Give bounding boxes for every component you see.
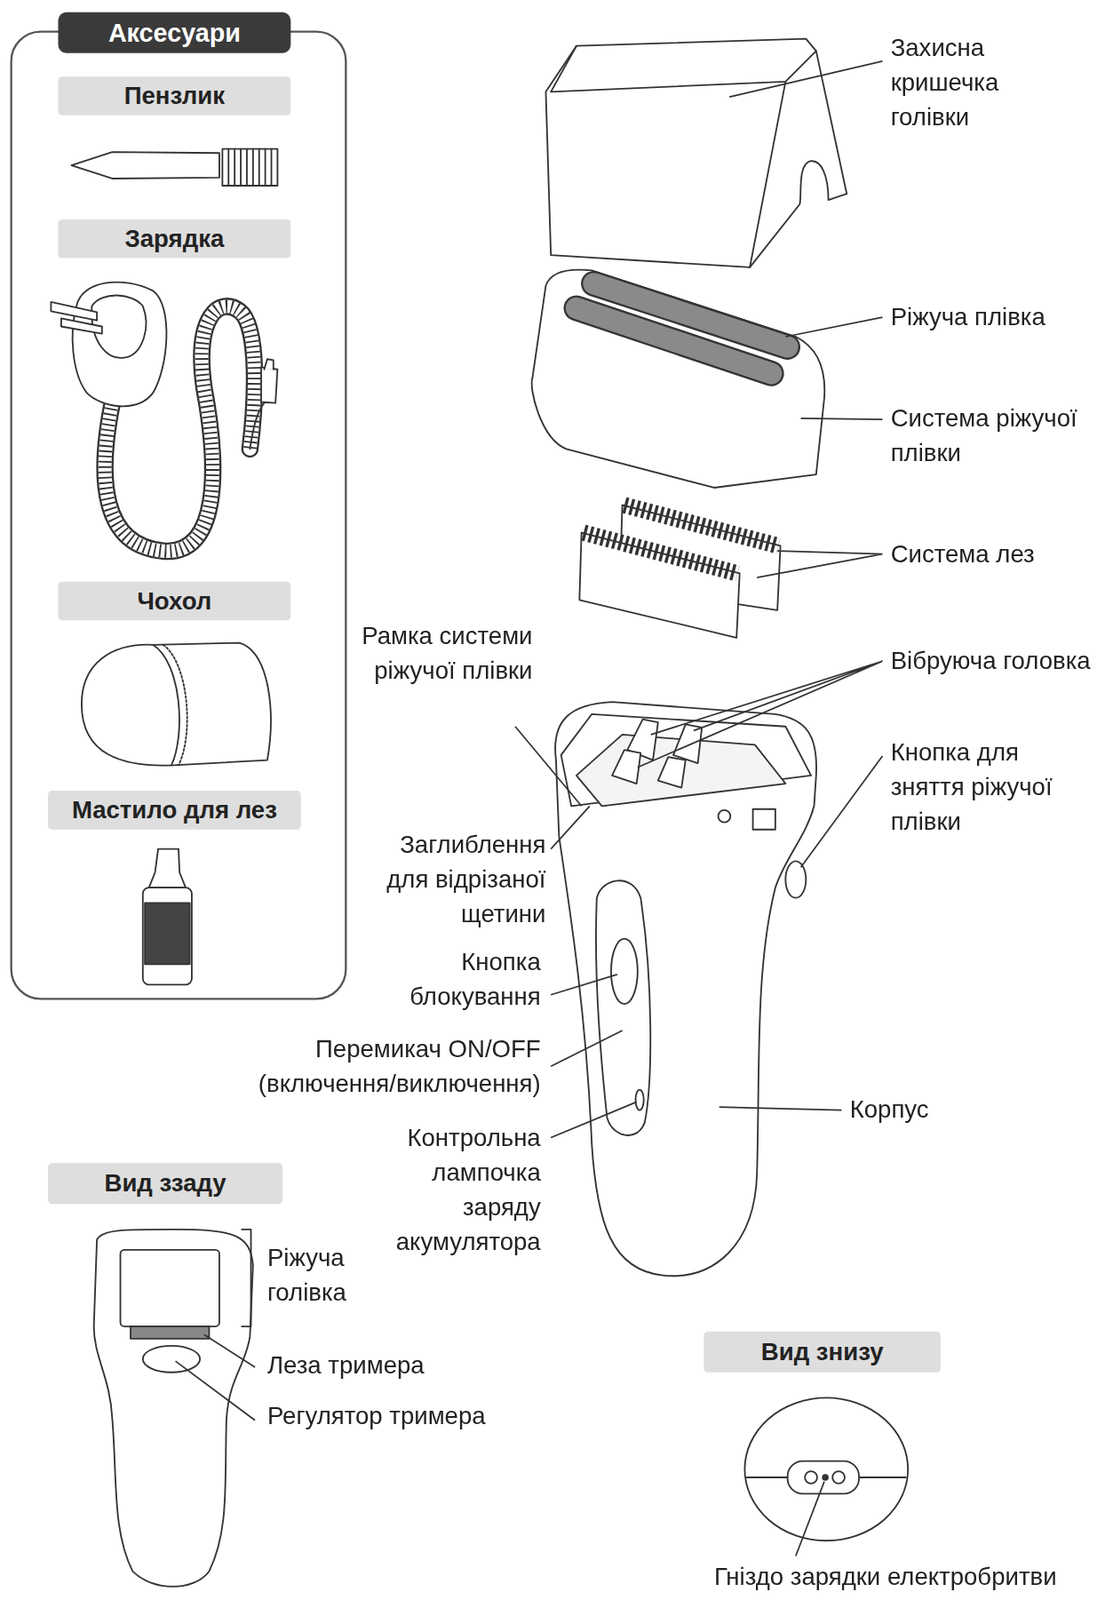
section-band: Зарядка [57,219,291,259]
section-heading: Пензлик [124,81,225,111]
charger-prong [61,318,103,334]
part-label: Рамка системи ріжучої плівки [338,618,533,688]
part-label: Регулятор тримера [267,1399,502,1434]
brush-bristles [222,149,278,186]
accessories-panel: АксесуариПензликЗарядкаЧохолМастило для … [9,30,347,1000]
part-label: Захисна кришечка голівки [890,30,1034,135]
part-label: Кнопка для зняття ріжучої плівки [890,734,1075,839]
oil-cap [149,849,186,889]
part-label: Вібруюча головка [890,643,1111,679]
charger-plug [72,282,167,407]
bottom-body [744,1397,908,1541]
brush-handle [71,151,220,179]
brush-bristle-lines [228,149,271,186]
leader-line [175,1360,256,1421]
front-panel [596,880,651,1136]
leader-line [550,1101,636,1137]
section-band: Чохол [57,581,291,621]
case-zipper [163,644,188,766]
leader-line [756,550,883,578]
section-heading: Вид ззаду [103,1168,226,1198]
charger-connector-tip [263,358,273,369]
charger-connector [261,366,278,403]
part-label: Леза тримера [267,1347,472,1383]
charge-socket [787,1461,859,1495]
charger-cord [249,399,268,449]
section-heading: Мастило для лез [71,795,278,825]
charger-prong [50,302,97,321]
shaver-body [555,701,817,1276]
section-heading: Чохол [136,586,212,615]
socket-pin [804,1470,818,1484]
protective-cap [545,39,847,268]
blade-teeth [624,505,779,547]
vibrating-head [673,723,702,764]
part-label: Ріжуча голівка [267,1240,370,1311]
section-band: Мастило для лез [47,790,302,830]
head-bracket [241,1229,251,1327]
case-seam [152,644,180,766]
rear-head-window [120,1249,220,1327]
part-label: Заглиблення для відрізаної щетини [370,826,547,931]
section-heading: Вид знизу [761,1337,884,1367]
section-band: Вид ззаду [47,1162,283,1204]
blade-teeth [583,532,738,574]
trimmer-regulator [143,1345,200,1373]
leader-line [204,1334,255,1368]
leader-line [729,61,883,97]
panel-heading: Аксесуари [57,12,291,54]
charge-lamp [636,1089,644,1111]
leader-line [795,1481,825,1557]
leader-line [550,1030,622,1066]
leader-line [719,1106,843,1110]
protective-cap-edges [550,46,817,268]
part-label: Ріжуча плівка [890,300,1096,335]
leader-line [785,317,883,337]
foil-release-button [785,860,806,898]
vibrating-head [612,749,641,784]
rear-body [94,1229,254,1587]
part-label: Система лез [890,536,1096,572]
shaver-head-top [561,714,811,806]
vibrating-head [658,756,686,788]
section-band: Пензлик [57,76,291,116]
lock-button [611,938,638,1005]
section-band: Вид знизу [703,1331,940,1373]
leader-line [515,726,582,807]
part-label: Корпус [850,1091,1003,1127]
part-label: Кнопка блокування [397,945,541,1015]
leader-line [637,660,883,767]
foil-roller-outline [576,308,772,374]
part-label: Гніздо зарядки електробритви [714,1558,1113,1594]
leader-line [550,974,618,995]
head-pin [718,810,732,823]
foil-roller [576,308,772,374]
socket-dot [822,1474,828,1480]
trimmer-blades [130,1326,209,1339]
oil-bottle [143,887,192,985]
part-label: Система ріжучої плівки [890,400,1111,470]
part-label: Контрольна лампочка заряду акумулятора [387,1120,541,1259]
socket-pin [832,1470,845,1484]
leader-line [801,755,883,867]
part-label: Перемикач ON/OFF (включення/виключення) [234,1031,541,1101]
section-heading: Зарядка [124,224,224,254]
head-clip [753,809,776,830]
leader-line [550,805,590,849]
oil-label [144,902,191,964]
leader-line [801,418,883,420]
case-body [81,643,271,766]
foil-frame [532,270,826,488]
blade-bar-front [579,532,740,638]
